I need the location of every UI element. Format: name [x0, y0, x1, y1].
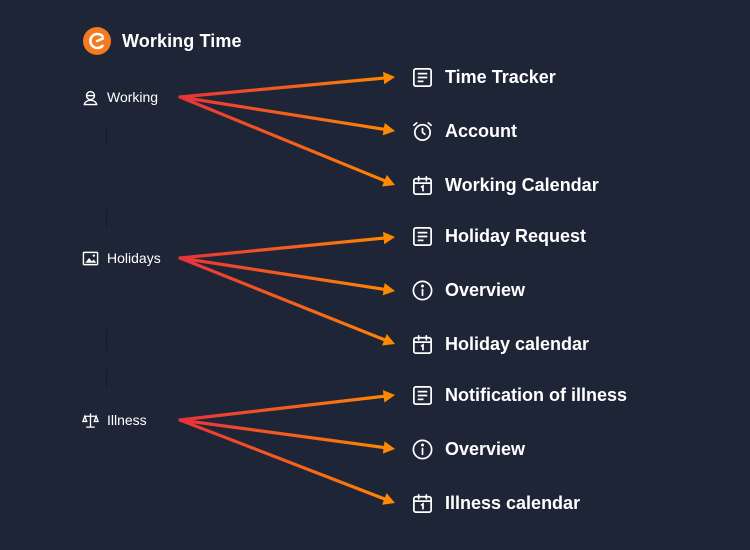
target-label: Working Calendar [445, 174, 599, 195]
category-label: Working [107, 89, 159, 105]
category-label: Illness [107, 412, 147, 428]
category-label: Holidays [107, 250, 161, 266]
alarm-clock-icon [413, 121, 432, 141]
arrow-line [178, 256, 388, 292]
target-label: Time Tracker [445, 66, 556, 87]
scales-icon [82, 412, 99, 428]
target-holiday-calendar[interactable]: Holiday calendar [411, 330, 589, 358]
document-icon [413, 67, 432, 87]
target-label: Overview [445, 279, 526, 300]
arrow-head [383, 71, 395, 85]
arrow-head [382, 174, 395, 187]
arrow-line [178, 95, 389, 184]
category-holidays[interactable]: Holidays [82, 248, 161, 268]
target-label: Overview [445, 438, 526, 459]
person-icon [83, 90, 98, 105]
arrow-line [178, 236, 388, 260]
category-illness[interactable]: Illness [82, 410, 147, 430]
calendar-icon [413, 334, 432, 354]
arrow-line [178, 394, 388, 422]
target-label: Holiday calendar [445, 333, 590, 354]
clock-logo-icon [83, 27, 111, 55]
connector-line [106, 125, 107, 147]
target-illness-calendar[interactable]: Illness calendar [411, 489, 580, 517]
target-label: Account [445, 120, 517, 141]
arrow-line [178, 76, 388, 99]
info-icon [412, 280, 433, 300]
app-header: Working Time [83, 27, 242, 55]
arrow-line [178, 256, 389, 343]
target-label: Illness calendar [445, 492, 581, 513]
document-icon [413, 226, 432, 246]
arrow-line [178, 418, 389, 502]
connector-line [106, 370, 107, 388]
category-working[interactable]: Working [82, 87, 158, 107]
arrow-head [383, 231, 395, 245]
arrow-line [178, 418, 388, 450]
app-title: Working Time [122, 30, 242, 51]
arrow-head [382, 123, 395, 136]
target-holiday-request[interactable]: Holiday Request [411, 222, 586, 250]
target-holiday-overview[interactable]: Overview [411, 276, 525, 304]
arrow-head [382, 493, 395, 505]
arrow-line [178, 95, 388, 132]
target-notification-of-illness[interactable]: Notification of illness [411, 381, 627, 409]
image-icon [82, 251, 99, 265]
target-illness-overview[interactable]: Overview [411, 435, 525, 463]
connector-line [106, 210, 107, 228]
arrow-head [382, 390, 395, 403]
arrow-head [382, 333, 395, 346]
target-account[interactable]: Account [411, 117, 517, 145]
target-label: Holiday Request [445, 225, 587, 246]
target-working-calendar[interactable]: Working Calendar [411, 171, 599, 199]
arrow-head [382, 283, 395, 296]
document-icon [413, 385, 432, 405]
arrow-head [382, 441, 395, 454]
connector-line [106, 330, 107, 350]
info-icon [412, 439, 433, 459]
target-label: Notification of illness [445, 384, 628, 405]
calendar-icon [413, 175, 432, 195]
calendar-icon [413, 493, 432, 513]
target-time-tracker[interactable]: Time Tracker [411, 63, 556, 91]
